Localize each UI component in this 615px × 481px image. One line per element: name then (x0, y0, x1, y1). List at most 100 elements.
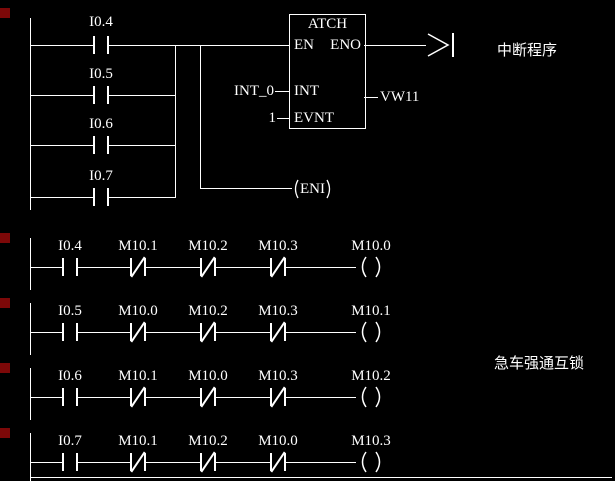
nc-contact[interactable] (130, 256, 146, 278)
eni-coil[interactable]: ENI (292, 179, 333, 199)
wire (30, 477, 612, 478)
output-coil[interactable] (356, 449, 386, 475)
output-coil[interactable] (356, 319, 386, 345)
network-rung: I0.6 M10.1 M10.0 M10.3 M10.2 (0, 366, 615, 426)
no-contact[interactable] (62, 388, 78, 406)
operand-label[interactable]: I0.6 (89, 116, 113, 132)
nc-contact[interactable] (130, 386, 146, 408)
operand-label[interactable]: M10.0 (188, 368, 228, 384)
contact-bar (130, 388, 132, 406)
contact-bar (214, 258, 216, 276)
network-marker[interactable] (0, 233, 10, 243)
contact-bar (76, 258, 78, 276)
no-contact[interactable] (62, 453, 78, 471)
wire (286, 397, 356, 398)
contact-bar (62, 323, 64, 341)
pin-evnt: EVNT (294, 110, 334, 126)
operand-label[interactable]: M10.3 (258, 303, 298, 319)
operand-label[interactable]: I0.5 (58, 303, 82, 319)
wire (78, 397, 130, 398)
operand-label[interactable]: M10.3 (258, 238, 298, 254)
nc-contact[interactable] (270, 321, 286, 343)
contact-bar (107, 136, 109, 154)
contact-bar (214, 323, 216, 341)
operand-label[interactable]: M10.1 (118, 433, 158, 449)
operand-label[interactable]: I0.6 (58, 368, 82, 384)
atch-instruction-box[interactable]: ATCH EN ENO INT EVNT (289, 14, 366, 129)
operand-label[interactable]: I0.4 (89, 14, 113, 30)
no-contact[interactable] (62, 323, 78, 341)
coil-paren-right (326, 179, 331, 199)
operand-label[interactable]: M10.0 (258, 433, 298, 449)
operand-label[interactable]: M10.2 (351, 368, 391, 384)
operand-label[interactable]: VW11 (380, 89, 420, 105)
operand-label[interactable]: M10.2 (188, 303, 228, 319)
nc-contact[interactable] (200, 451, 216, 473)
nc-contact[interactable] (130, 451, 146, 473)
operand-label[interactable]: M10.1 (118, 368, 158, 384)
wire (364, 45, 426, 46)
operand-label[interactable]: 1 (268, 110, 277, 126)
operand-label[interactable]: M10.2 (188, 433, 228, 449)
jump-arrow-icon (427, 33, 454, 57)
network-marker[interactable] (0, 298, 10, 308)
output-coil[interactable] (356, 384, 386, 410)
operand-label[interactable]: I0.7 (89, 168, 113, 184)
no-contact[interactable] (93, 136, 109, 154)
operand-label[interactable]: M10.3 (258, 368, 298, 384)
contact-bar (107, 36, 109, 54)
wire (146, 462, 200, 463)
wire (109, 45, 289, 46)
power-rail (30, 433, 31, 481)
network-marker[interactable] (0, 363, 10, 373)
wire (109, 145, 176, 146)
nc-contact[interactable] (130, 321, 146, 343)
contact-bar (62, 388, 64, 406)
contact-bar (270, 323, 272, 341)
wire (364, 97, 378, 98)
contact-bar (62, 258, 64, 276)
no-contact[interactable] (62, 258, 78, 276)
nc-contact[interactable] (200, 256, 216, 278)
nc-contact[interactable] (270, 256, 286, 278)
no-contact[interactable] (93, 188, 109, 206)
wire (146, 397, 200, 398)
power-rail (30, 18, 31, 210)
wire (286, 267, 356, 268)
operand-label[interactable]: I0.4 (58, 238, 82, 254)
contact-bar (144, 388, 146, 406)
wire (175, 45, 176, 198)
contact-bar (130, 453, 132, 471)
operand-label[interactable]: M10.0 (351, 238, 391, 254)
nc-contact[interactable] (200, 386, 216, 408)
wire (31, 197, 93, 198)
operand-label[interactable]: INT_0 (234, 83, 274, 99)
network-marker[interactable] (0, 428, 10, 438)
contact-bar (144, 258, 146, 276)
no-contact[interactable] (93, 86, 109, 104)
nc-contact[interactable] (200, 321, 216, 343)
no-contact[interactable] (93, 36, 109, 54)
contact-bar (93, 36, 95, 54)
operand-label[interactable]: M10.0 (118, 303, 158, 319)
wire (31, 397, 62, 398)
contact-bar (130, 258, 132, 276)
network-marker[interactable] (0, 8, 10, 18)
operand-label[interactable]: I0.7 (58, 433, 82, 449)
wire (216, 462, 270, 463)
wire (109, 197, 176, 198)
wire (216, 267, 270, 268)
nc-contact[interactable] (270, 386, 286, 408)
operand-label[interactable]: I0.5 (89, 66, 113, 82)
operand-label[interactable]: M10.1 (351, 303, 391, 319)
output-coil[interactable] (356, 254, 386, 280)
operand-label[interactable]: M10.3 (351, 433, 391, 449)
wire (78, 267, 130, 268)
wire (31, 462, 62, 463)
nc-contact[interactable] (270, 451, 286, 473)
wire (146, 267, 200, 268)
contact-bar (284, 323, 286, 341)
contact-bar (270, 453, 272, 471)
operand-label[interactable]: M10.2 (188, 238, 228, 254)
operand-label[interactable]: M10.1 (118, 238, 158, 254)
